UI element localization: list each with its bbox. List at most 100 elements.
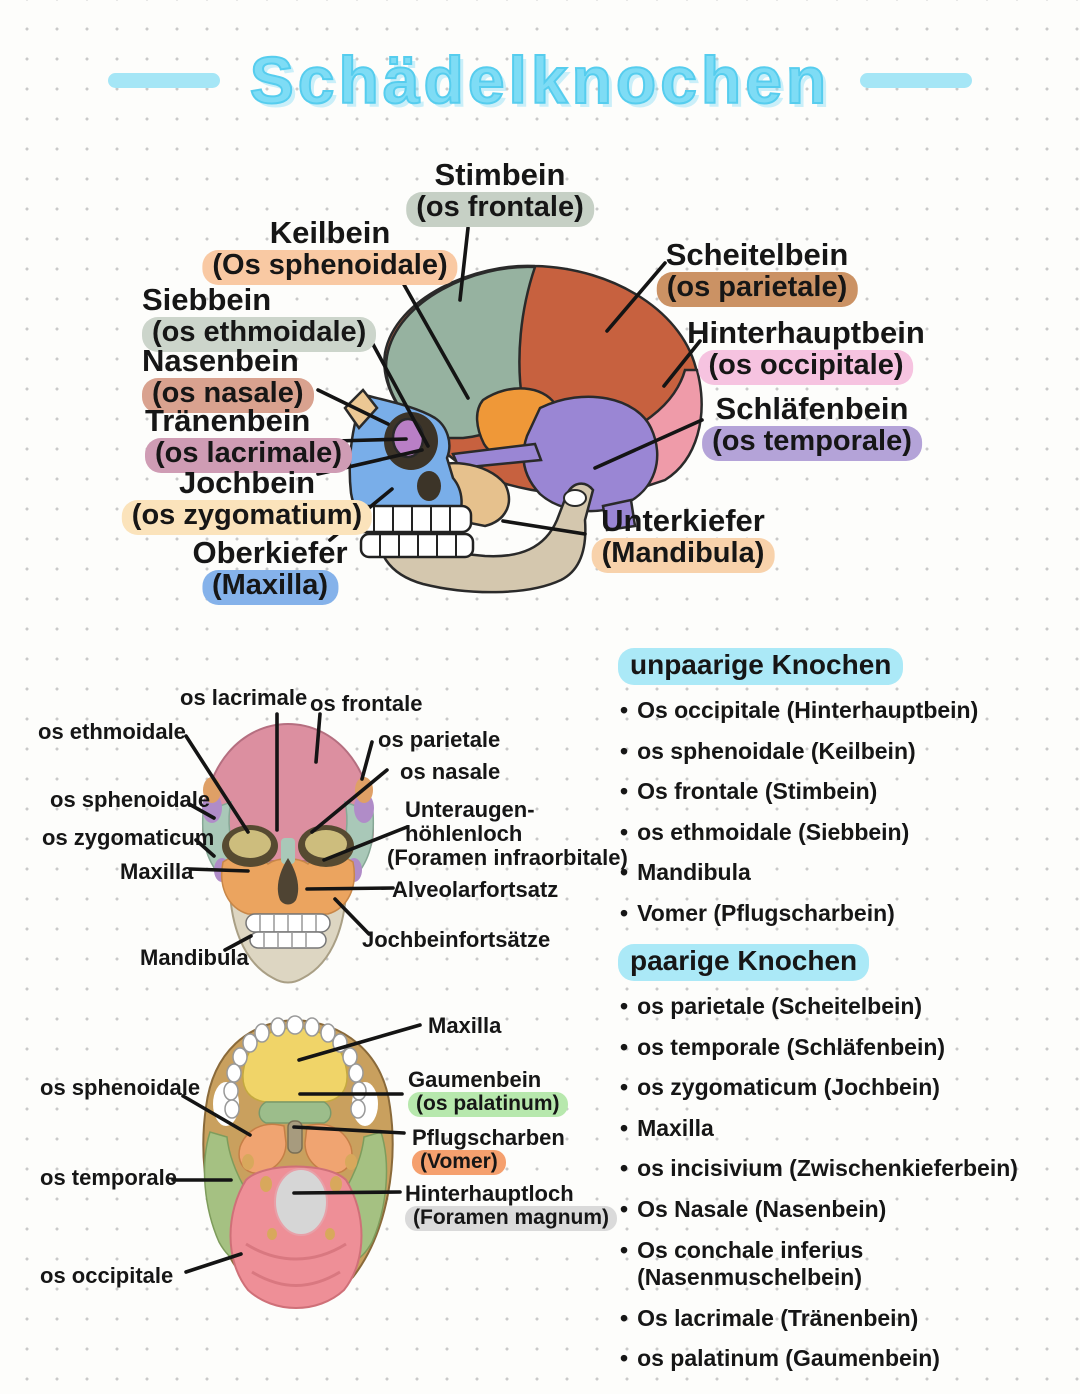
bullet-dot: • xyxy=(620,1345,629,1372)
list-item: • os temporale (Schläfenbein) xyxy=(618,1034,1070,1062)
list-item-text: Os frontale (Stimbein) xyxy=(637,778,878,805)
label-f-alveolar: Alveolarfortsatz xyxy=(392,877,559,902)
inf-foramen-magnum-shape xyxy=(274,1168,328,1236)
label-oberkiefer: Oberkiefer (Maxilla) xyxy=(192,535,348,605)
page-title: Schädelknochen xyxy=(249,42,831,118)
label-scheitelbein-name: Scheitelbein xyxy=(665,237,849,272)
label-f-lacrimale: os lacrimale xyxy=(180,685,308,710)
label-i-gaumenbein: Gaumenbein (os palatinum) xyxy=(408,1067,568,1118)
list-item: •os ethmoidale (Siebbein) xyxy=(618,819,1070,847)
label-f-frontale: os frontale xyxy=(310,691,423,716)
label-i-occipitale: os occipitale xyxy=(40,1263,174,1288)
label-stimbein-latin: (os frontale) xyxy=(406,191,594,227)
bullet-dot: • xyxy=(620,1114,629,1141)
bullet-dot: • xyxy=(620,899,629,926)
list-item: •os sphenoidale (Keilbein) xyxy=(618,738,1070,766)
bullet-dot: • xyxy=(620,818,629,845)
front-eye-left-shape xyxy=(229,830,271,858)
label-f-mandibula: Mandibula xyxy=(140,945,249,970)
label-stimbein: Stimbein (os frontale) xyxy=(406,157,594,227)
label-f-maxilla: Maxilla xyxy=(120,859,194,884)
label-jochbein-name: Jochbein xyxy=(178,465,316,500)
front-nasal-aperture-shape xyxy=(277,858,299,905)
label-f-ethmoidale: os ethmoidale xyxy=(38,719,186,744)
list-item: • Os lacrimale (Tränenbein) xyxy=(618,1305,1070,1333)
label-f-zygomaticum: os zygomaticum xyxy=(42,825,215,850)
bullet-dot: • xyxy=(620,993,629,1019)
label-siebbein-name: Siebbein xyxy=(142,282,272,317)
label-i-sphenoidale: os sphenoidale xyxy=(40,1075,201,1100)
label-scheitelbein: Scheitelbein (os parietale) xyxy=(656,237,858,307)
list-item-text: Os Nasale (Nasenbein) xyxy=(637,1195,887,1222)
inf-palatine-shape xyxy=(258,1101,332,1124)
unpaired-bones-section: unpaarige Knochen •Os occipitale (Hinter… xyxy=(618,648,1070,941)
list-item-text: os zygomaticum (Jochbein) xyxy=(637,1074,940,1101)
temporal-styloid-shape xyxy=(601,498,637,532)
bullet-dot: • xyxy=(620,1195,629,1222)
inf-occipital-ridge-lines xyxy=(245,1242,347,1287)
front-lower-teeth-row xyxy=(249,931,327,949)
inf-condyle-dots xyxy=(242,1154,357,1240)
list-item-text: Vomer (Pflugscharbein) xyxy=(637,899,895,926)
label-f-nasale: os nasale xyxy=(400,759,501,784)
label-f-sphenoidale: os sphenoidale xyxy=(50,787,211,812)
inferior-skull-diagram xyxy=(202,1015,394,1309)
front-corner-patch-right-shape xyxy=(355,777,373,803)
list-item-text: os sphenoidale (Keilbein) xyxy=(637,737,916,764)
label-f-jochbeinfortsaetze: Jochbeinfortsätze xyxy=(362,927,551,952)
list-item: •os palatinum (Gaumenbein) xyxy=(618,1345,1070,1373)
list-item: • Vomer (Pflugscharbein) xyxy=(618,900,1070,928)
label-hinterhauptbein: Hinterhauptbein (os occipitale) xyxy=(687,315,925,385)
bullet-dot: • xyxy=(620,1033,629,1060)
list-item-text: Os lacrimale (Tränenbein) xyxy=(637,1304,919,1331)
label-jochbein-latin: (os zygomatium) xyxy=(121,499,373,535)
label-f-parietale: os parietale xyxy=(378,727,501,752)
label-unterkiefer: Unterkiefer (Mandibula) xyxy=(591,503,775,573)
list-item: • Os frontale (Stimbein) xyxy=(618,778,1070,806)
list-item: • Os Nasale (Nasenbein) xyxy=(618,1196,1070,1224)
label-i-pflugscharben: Pflugscharben (Vomer) xyxy=(412,1125,565,1176)
list-item: •Os occipitale (Hinterhauptbein) xyxy=(618,697,1070,725)
list-item: •os zygomaticum (Jochbein) xyxy=(618,1074,1070,1102)
list-item: •Maxilla xyxy=(618,1115,1070,1143)
label-nasenbein-name: Nasenbein xyxy=(142,343,299,378)
page-title-row: Schädelknochen xyxy=(0,40,1080,120)
label-keilbein-name: Keilbein xyxy=(269,215,391,250)
label-i-hinterhauptloch: Hinterhauptloch (Foramen magnum) xyxy=(405,1181,618,1232)
bullet-dot: • xyxy=(620,859,629,886)
label-stimbein-name: Stimbein xyxy=(434,157,566,192)
label-schlaefenbein: Schläfenbein (os temporale) xyxy=(702,391,922,461)
list-item: •Os conchale inferius (Nasenmuschelbein) xyxy=(618,1237,1070,1292)
label-keilbein-latin: (Os sphenoidale) xyxy=(202,249,458,285)
unpaired-bones-list: •Os occipitale (Hinterhauptbein) •os sph… xyxy=(618,697,1070,928)
mandible-condyle-shape xyxy=(563,489,587,507)
list-item: •Mandibula xyxy=(618,859,1070,887)
front-upper-teeth-row xyxy=(245,913,331,933)
bullet-dot: • xyxy=(620,1304,629,1331)
label-i-maxilla: Maxilla xyxy=(428,1013,502,1038)
infraorbital-shadow-shape xyxy=(417,471,441,501)
list-item: • os parietale (Scheitelbein) xyxy=(618,993,1070,1021)
label-nasenbein: Nasenbein (os nasale) xyxy=(142,343,314,413)
paired-bones-header: paarige Knochen xyxy=(618,944,1070,981)
front-eye-right-shape xyxy=(305,830,347,858)
bullet-dot: • xyxy=(620,1236,629,1263)
bullet-dot: • xyxy=(620,1155,629,1182)
label-oberkiefer-latin: (Maxilla) xyxy=(201,569,339,605)
list-item-text: os parietale (Scheitelbein) xyxy=(637,993,923,1019)
inf-vomer-shape xyxy=(287,1120,303,1154)
label-schlaefenbein-latin: (os temporale) xyxy=(702,425,922,461)
list-item-text: os incisivium (Zwischenkieferbein) xyxy=(637,1155,1018,1182)
label-hinterhauptbein-name: Hinterhauptbein xyxy=(687,315,925,350)
paired-bones-header-text: paarige Knochen xyxy=(618,944,870,981)
lower-teeth-row xyxy=(359,532,475,559)
label-scheitelbein-latin: (os parietale) xyxy=(656,271,858,307)
label-traenenbein: Tränenbein (os lacrimale) xyxy=(145,403,352,473)
label-keilbein: Keilbein (Os sphenoidale) xyxy=(202,215,458,285)
bullet-dot: • xyxy=(620,778,629,805)
list-item-text: os temporale (Schläfenbein) xyxy=(637,1033,946,1060)
label-nasenbein-latin: (os nasale) xyxy=(142,377,314,413)
label-i-temporale: os temporale xyxy=(40,1165,177,1190)
label-unterkiefer-name: Unterkiefer xyxy=(601,503,765,538)
